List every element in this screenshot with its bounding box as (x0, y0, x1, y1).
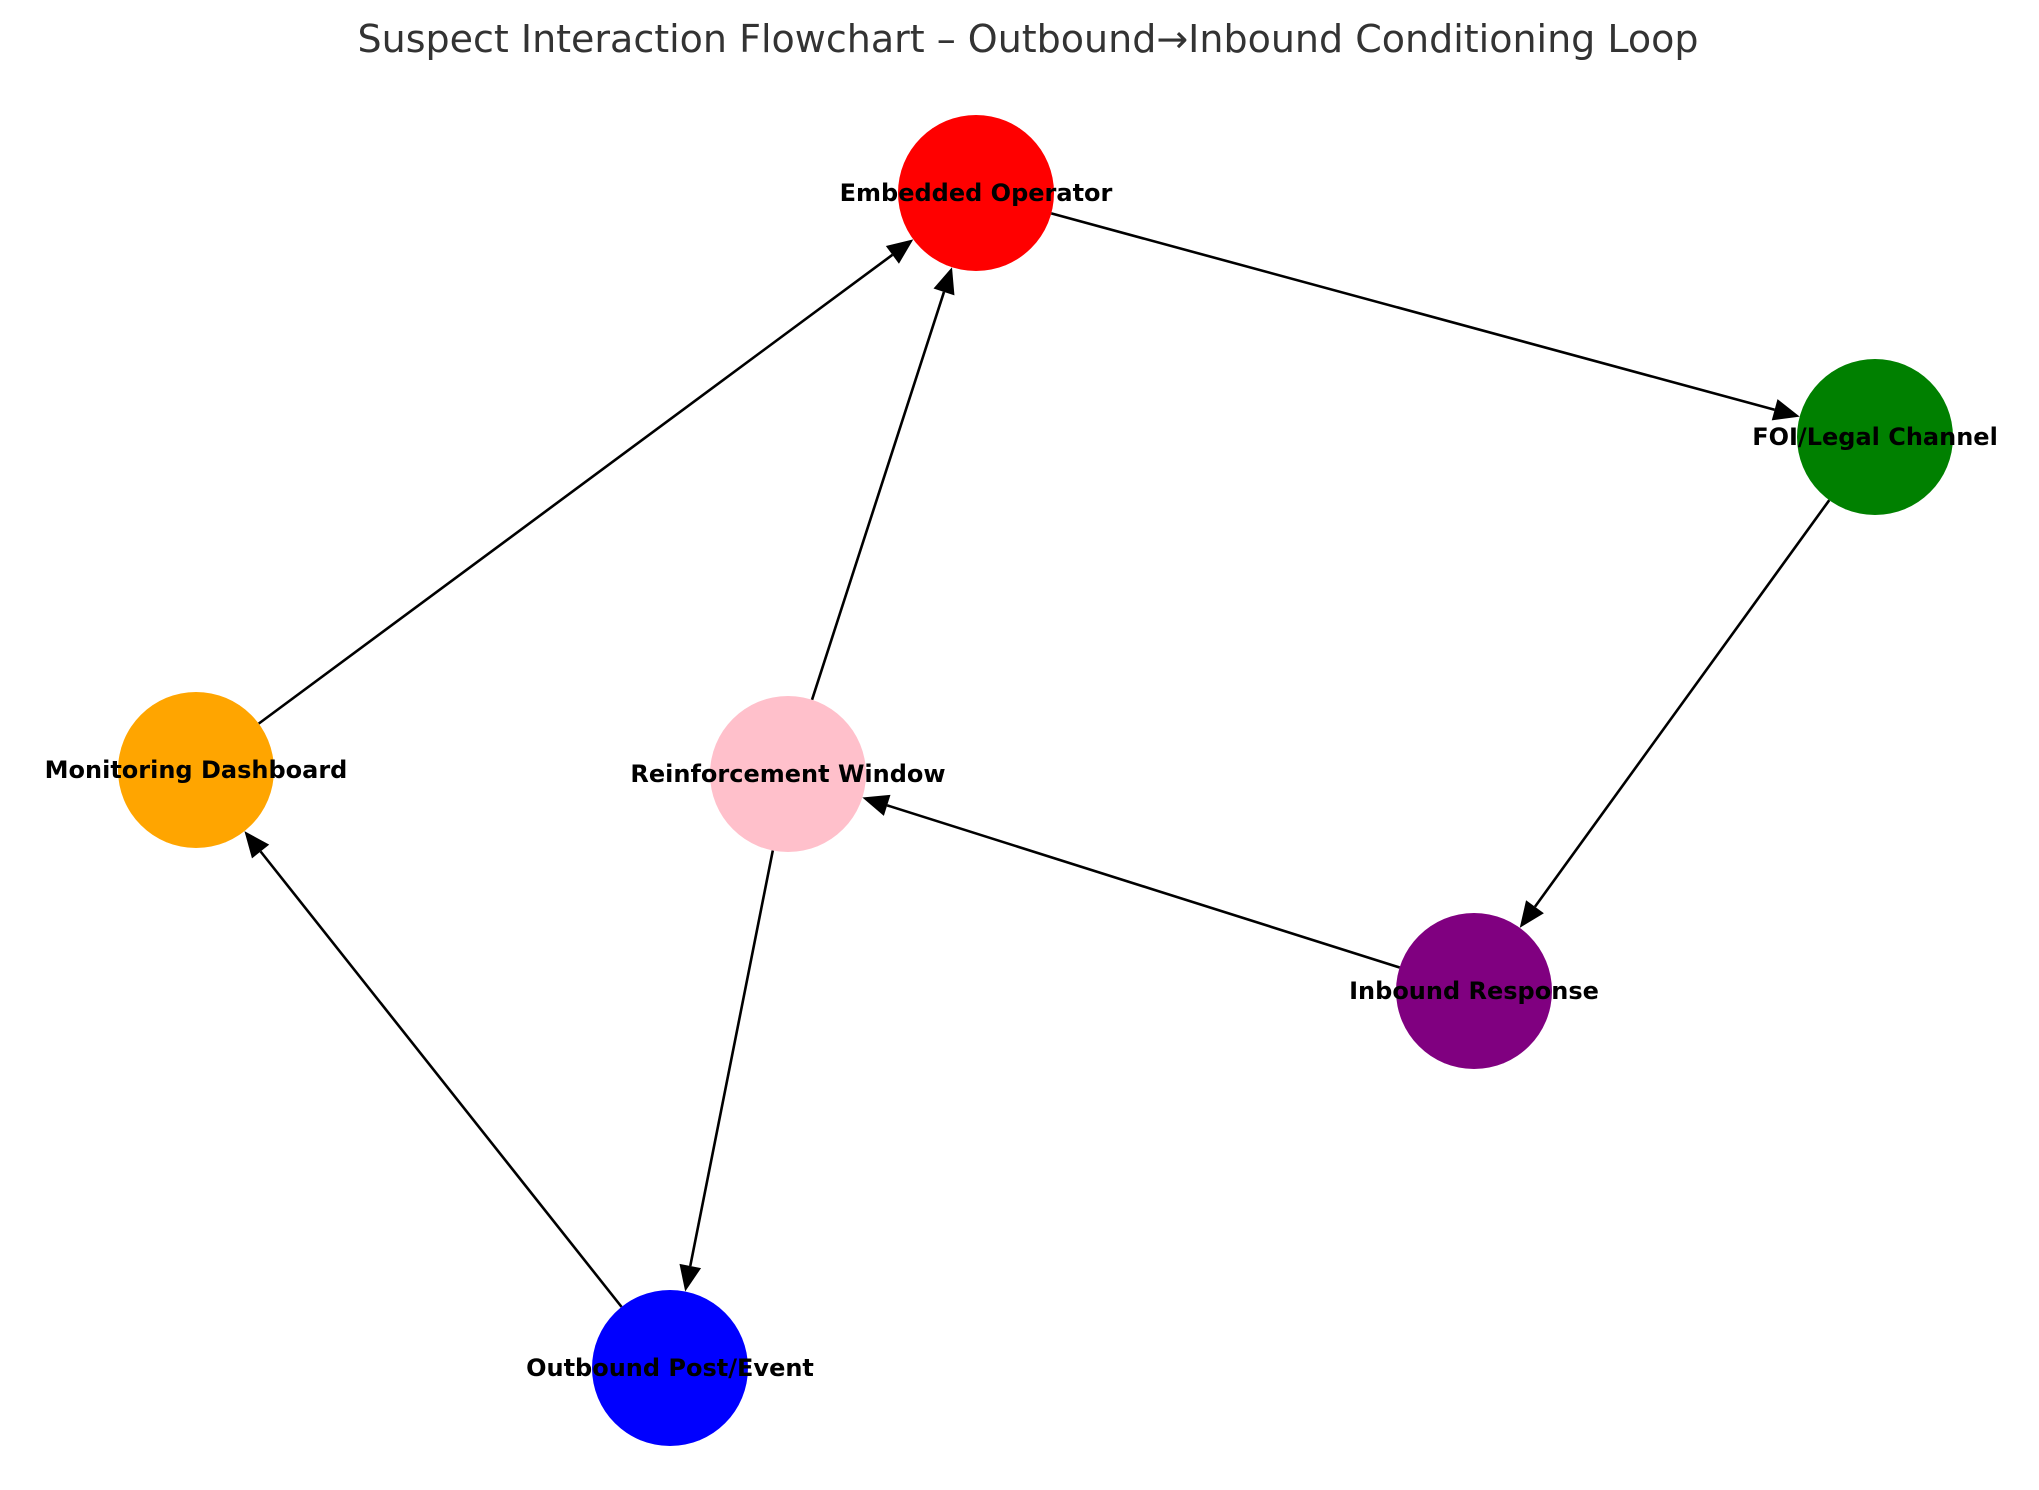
node-outbound-post-event (592, 1290, 748, 1446)
edges-layer (244, 212, 1831, 1308)
arrowhead (1771, 399, 1800, 421)
arrowhead (885, 239, 914, 264)
edge-inbound_response-to-reinforcement_window (862, 794, 1401, 969)
nodes-layer (118, 115, 1953, 1446)
node-embedded-operator (898, 115, 1054, 271)
edge-outbound_post_event-to-monitoring_dashboard (244, 831, 623, 1308)
edge-line (810, 291, 946, 701)
edge-line (1533, 499, 1831, 908)
edge-embedded_operator-to-foi_legal_channel (1050, 212, 1800, 421)
edge-reinforcement_window-to-outbound_post_event (679, 850, 775, 1292)
edge-line (1050, 212, 1775, 412)
node-label-embedded-operator: Embedded Operator (840, 179, 1113, 207)
edge-foi_legal_channel-to-inbound_response (1519, 499, 1831, 928)
edge-line (259, 850, 623, 1308)
node-label-inbound-response: Inbound Response (1349, 977, 1599, 1005)
arrowhead (679, 1263, 702, 1292)
node-monitoring-dashboard (118, 692, 274, 848)
node-label-outbound-post-event: Outbound Post/Event (526, 1354, 814, 1382)
node-inbound-response (1396, 913, 1552, 1069)
node-label-foi-legal-channel: FOI/Legal Channel (1752, 423, 1998, 451)
node-foi-legal-channel (1797, 359, 1953, 515)
node-reinforcement-window (710, 696, 866, 852)
edge-line (688, 850, 775, 1267)
arrowhead (933, 267, 955, 296)
arrowhead (862, 794, 891, 816)
edge-line (886, 804, 1401, 969)
arrowhead (1519, 900, 1544, 928)
node-label-reinforcement-window: Reinforcement Window (630, 760, 945, 788)
node-label-monitoring-dashboard: Monitoring Dashboard (45, 756, 348, 784)
edge-reinforcement_window-to-embedded_operator (810, 267, 955, 701)
edge-line (257, 253, 894, 725)
arrowhead (244, 831, 270, 859)
edge-monitoring_dashboard-to-embedded_operator (257, 239, 914, 725)
diagram-title: Suspect Interaction Flowchart – Outbound… (357, 17, 1698, 61)
